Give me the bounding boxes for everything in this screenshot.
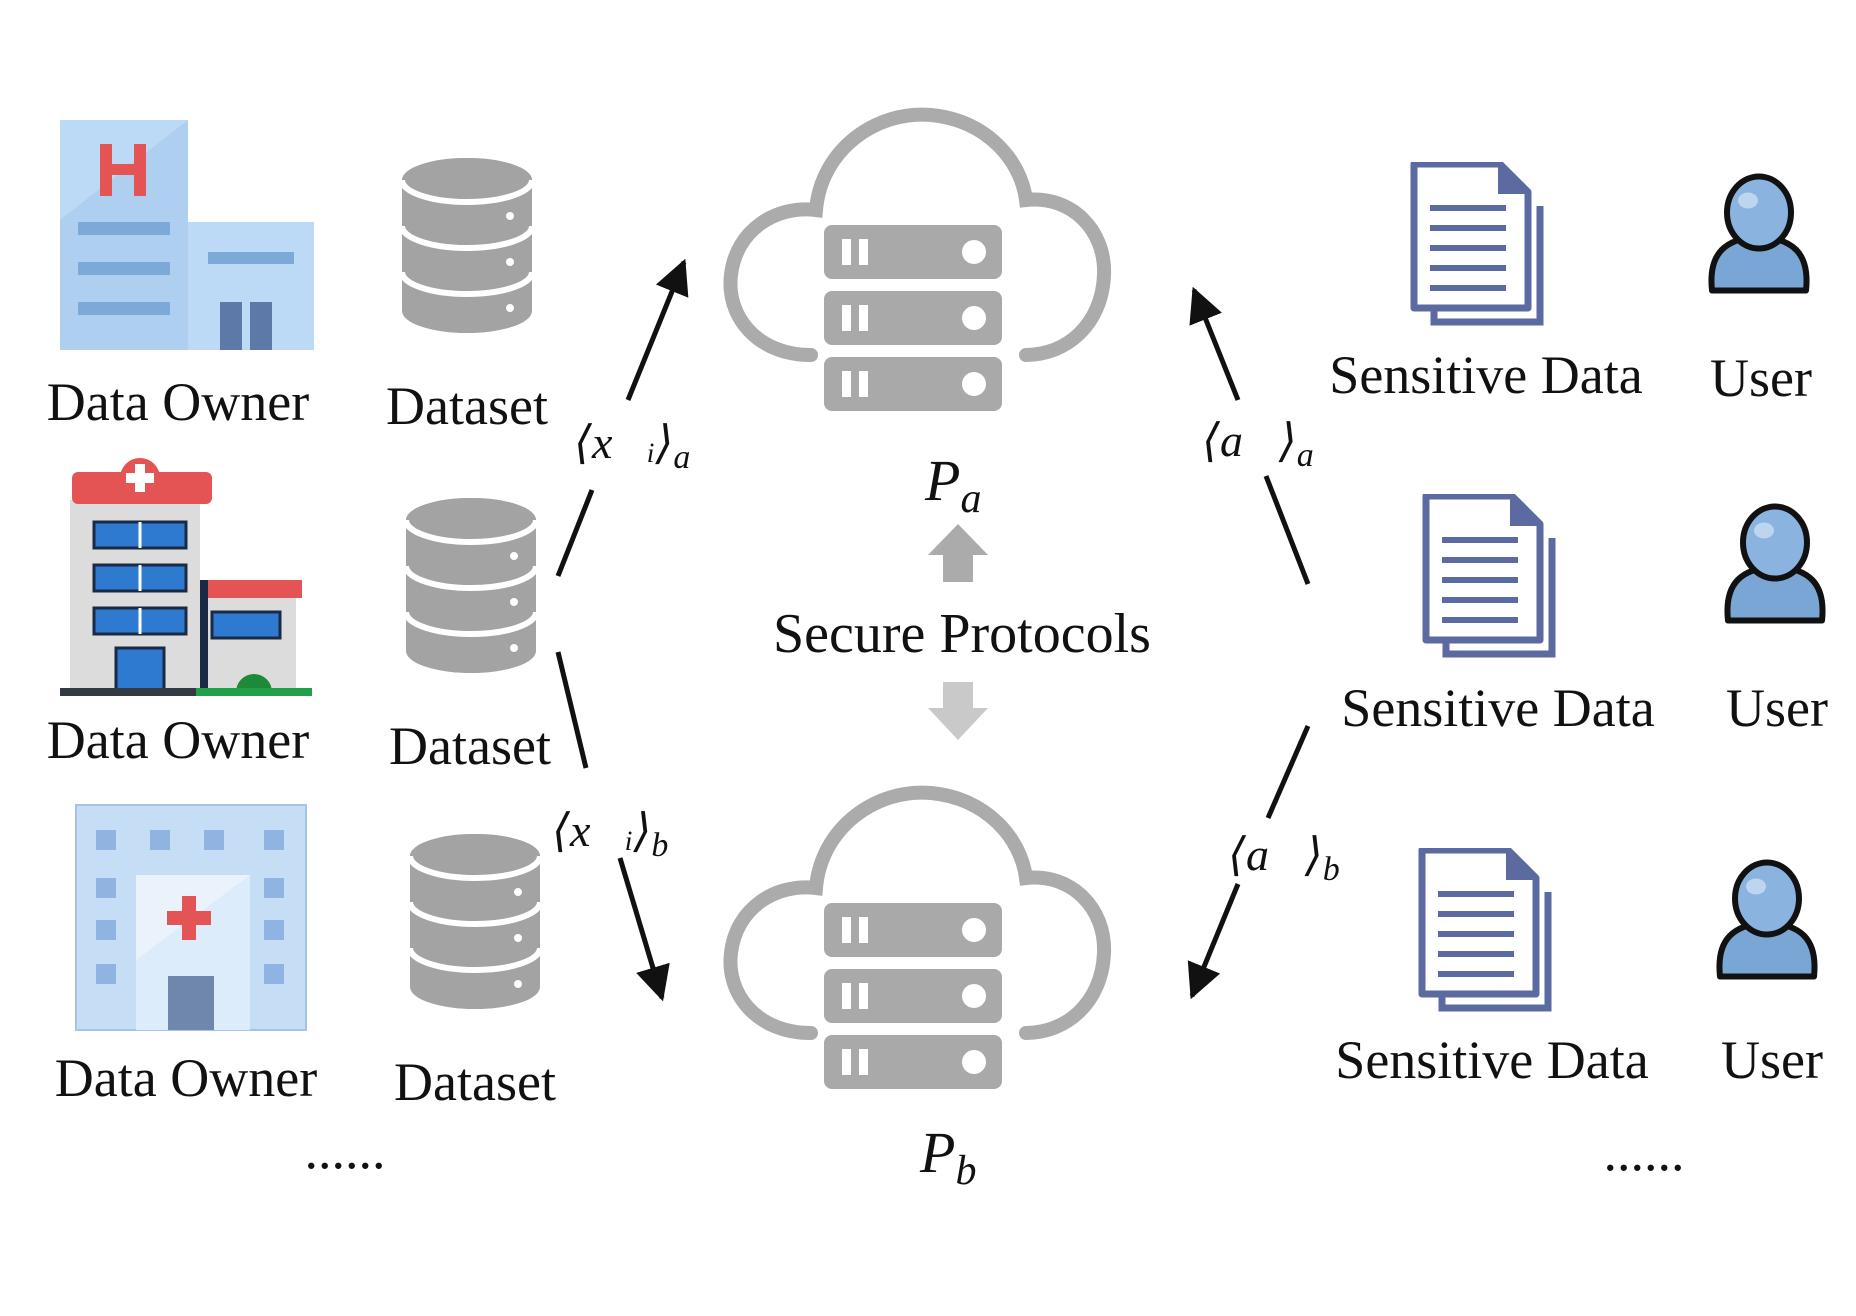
up-arrow-icon xyxy=(928,524,988,582)
secure-protocols-label: Secure Protocols xyxy=(773,603,1151,665)
share-a-b-label: ⟨a⃗⟩b xyxy=(1228,829,1340,888)
user-icon xyxy=(1727,507,1822,621)
down-arrow-icon xyxy=(928,682,988,740)
sensitive-data-label: Sensitive Data xyxy=(1341,678,1654,738)
share-arrow-to-pa-left xyxy=(555,258,689,577)
user-label: User xyxy=(1710,348,1812,408)
user-label: User xyxy=(1721,1030,1823,1090)
database-icon xyxy=(402,158,532,333)
share-arrow-to-pb-left xyxy=(555,651,670,1002)
server-label: Pb xyxy=(919,1120,976,1194)
share-arrow-to-pa-right xyxy=(1189,286,1311,585)
user-icon xyxy=(1719,863,1814,977)
share-x-a-label: ⟨x⃗ᵢ⟩a xyxy=(574,417,690,476)
user-label: User xyxy=(1726,678,1828,738)
right-ellipsis: ...... xyxy=(1604,1122,1685,1182)
share-x-b-label: ⟨x⃗ᵢ⟩b xyxy=(552,805,668,864)
document-icon xyxy=(1414,164,1540,322)
database-icon xyxy=(406,498,536,673)
document-icon xyxy=(1422,850,1548,1008)
data-owner-label: Data Owner xyxy=(55,1048,317,1108)
cloud-server-icon xyxy=(730,793,1104,1089)
database-icon xyxy=(410,834,540,1009)
dataset-label: Dataset xyxy=(389,716,551,776)
hospital-building-icon xyxy=(60,120,314,350)
dataset-label: Dataset xyxy=(394,1052,556,1112)
user-icon xyxy=(1711,177,1806,291)
cloud-server-icon xyxy=(730,115,1104,411)
data-owner-label: Data Owner xyxy=(47,710,309,770)
server-label: Pa xyxy=(924,448,981,522)
left-ellipsis: ...... xyxy=(305,1120,386,1180)
hospital-building-icon xyxy=(60,458,312,696)
document-icon xyxy=(1426,496,1552,654)
data-owner-label: Data Owner xyxy=(47,372,309,432)
hospital-building-icon xyxy=(75,804,307,1031)
share-arrow-to-pb-right xyxy=(1187,725,1311,1000)
sensitive-data-label: Sensitive Data xyxy=(1335,1030,1648,1090)
sensitive-data-label: Sensitive Data xyxy=(1329,345,1642,405)
share-a-a-label: ⟨a⃗⟩a xyxy=(1202,415,1314,474)
dataset-label: Dataset xyxy=(386,376,548,436)
